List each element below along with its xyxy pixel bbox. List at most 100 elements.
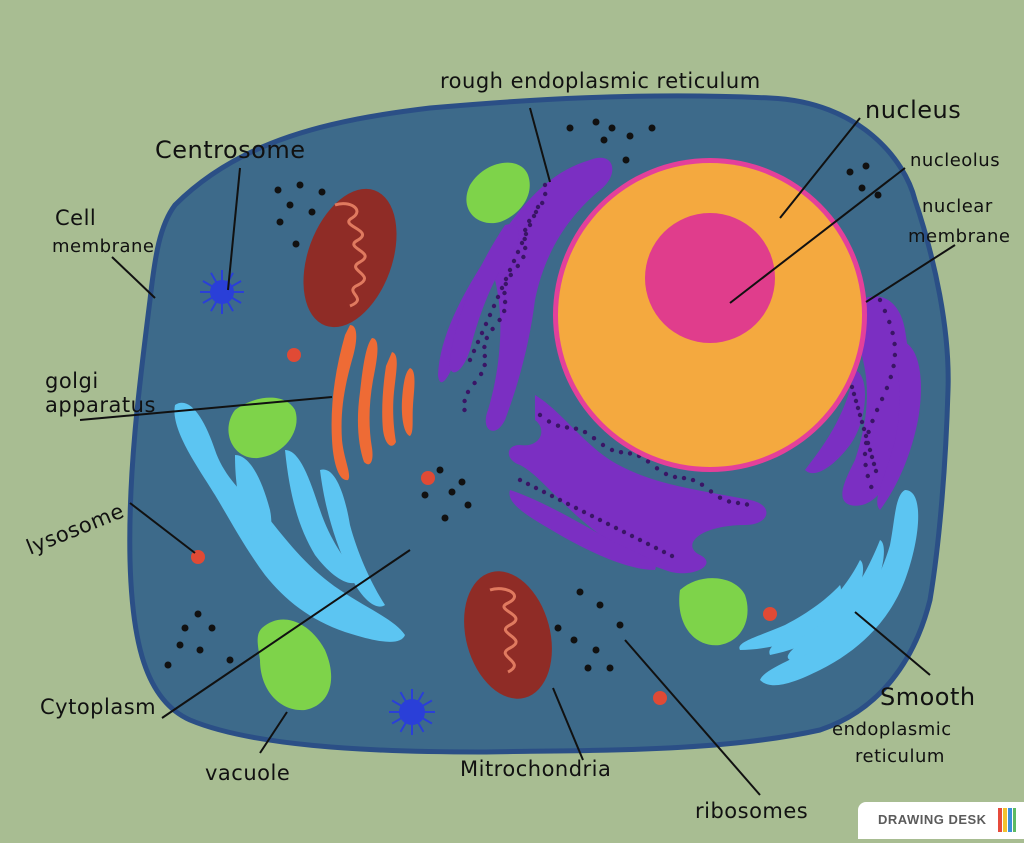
ribosome-dot <box>858 184 866 192</box>
rough-er-dot <box>490 326 495 332</box>
lysosomes <box>191 348 777 705</box>
rough-er-dot <box>503 281 508 287</box>
rough-er-dot <box>531 213 537 219</box>
rough-er-dot <box>565 501 571 507</box>
rough-er-dot <box>888 374 893 380</box>
rough-er-dot <box>873 468 879 474</box>
rough-er-dot <box>865 473 870 479</box>
rough-er-dot <box>869 484 874 490</box>
label-vacuole: vacuole <box>205 761 290 785</box>
rough-er-dot <box>879 396 885 402</box>
rough-er-dot <box>508 272 513 278</box>
rough-er-dot <box>645 459 651 464</box>
rough-er-dot <box>884 385 890 391</box>
ribosome-dot <box>181 624 189 632</box>
ribosome-dot <box>164 661 172 669</box>
rough-er-dot <box>609 447 615 453</box>
rough-er-dot <box>503 276 509 282</box>
rough-er-dot <box>549 493 555 499</box>
rough-er-dot <box>681 475 687 481</box>
rough-er-dot <box>726 499 732 504</box>
rough-er-dot <box>511 258 517 264</box>
ribosome-dot <box>226 656 234 664</box>
label-golgi-2: apparatus <box>45 393 156 417</box>
rough-er-dot <box>661 549 667 555</box>
rough-er-dot <box>564 425 570 430</box>
ribosome-dot <box>862 162 870 170</box>
ribosome-dot <box>584 664 592 672</box>
rough-er-dot <box>618 450 624 455</box>
rough-er-dot <box>472 380 477 386</box>
rough-er-dot <box>870 418 875 424</box>
rough-er-dot <box>863 433 869 439</box>
pencils-icon <box>998 808 1016 832</box>
rough-er-dot <box>882 308 888 314</box>
rough-er-dots <box>462 182 898 559</box>
rough-er-dot <box>654 466 660 471</box>
rough-er-dot <box>891 363 896 369</box>
rough-er-dot <box>507 267 513 273</box>
smooth-er-group <box>174 402 919 686</box>
rough-er-dot <box>874 407 880 413</box>
rough-er-dot <box>672 474 678 480</box>
rough-er-dot <box>522 236 527 242</box>
ribosome-dot <box>596 601 604 609</box>
rough-er-dot <box>502 308 507 314</box>
ribosome-dot <box>318 188 326 196</box>
rough-er-dot <box>527 218 532 224</box>
ribosome-dot <box>194 610 202 618</box>
rough-er-dot <box>699 482 705 487</box>
ribosome-dot <box>176 641 184 649</box>
rough-er-dot <box>497 317 502 323</box>
rough-er-dot <box>487 312 493 318</box>
label-nuclear-membrane-1: nuclear <box>922 196 993 217</box>
watermark-text: DRAWING DESK <box>878 812 987 827</box>
rough-er-dot <box>502 290 507 296</box>
rough-er-dot <box>467 357 473 363</box>
rough-er-dot <box>540 200 545 206</box>
rough-er-dot <box>857 412 863 418</box>
rough-er-dot <box>523 227 528 233</box>
centrosome-core <box>210 280 234 304</box>
rough-er-dot <box>717 495 723 500</box>
rough-er-dot <box>523 245 528 251</box>
rough-er-dot <box>521 254 526 260</box>
rough-er-dot <box>653 545 659 551</box>
ribosome-dot <box>308 208 316 216</box>
watermark-badge: DRAWING DESK <box>858 802 1024 839</box>
ribosome-dot <box>458 478 466 486</box>
label-cell-membrane-1: Cell <box>55 206 96 230</box>
ribosome-dot <box>622 156 630 164</box>
centrosome-lower <box>389 689 435 735</box>
ribosome-dot <box>448 488 456 496</box>
rough-er-dot <box>582 429 588 435</box>
rough-er-dot <box>890 330 895 336</box>
rough-er-dot <box>535 204 541 210</box>
rough-er-dot <box>482 353 487 359</box>
rough-er-dot <box>600 442 606 448</box>
rough-er-dot <box>573 426 579 431</box>
rough-er-dot <box>871 461 877 467</box>
rough-er-dot <box>573 505 579 511</box>
rough-er-dot <box>735 500 741 506</box>
label-lysosome: lysosome <box>23 499 128 560</box>
ribosome-dot <box>464 501 472 509</box>
ribosome-dot <box>608 124 616 132</box>
rough-er-dot <box>475 339 481 345</box>
ribosome-dot <box>592 118 600 126</box>
golgi-group <box>331 325 415 481</box>
rough-er-dot <box>471 348 477 354</box>
centrosome-core <box>399 699 425 725</box>
rough-er-dot <box>865 440 871 446</box>
rough-er-dot <box>557 497 563 503</box>
rough-er-dot <box>462 407 467 413</box>
rough-er-dot <box>744 502 750 507</box>
rough-er-dot <box>605 521 611 527</box>
mitochondrion-upper <box>303 188 397 328</box>
rough-er-dot <box>637 537 643 543</box>
rough-er-dot <box>495 294 501 300</box>
rough-er-dot <box>627 451 633 456</box>
rough-er-dot <box>515 263 520 269</box>
rough-er-dot <box>866 429 871 435</box>
